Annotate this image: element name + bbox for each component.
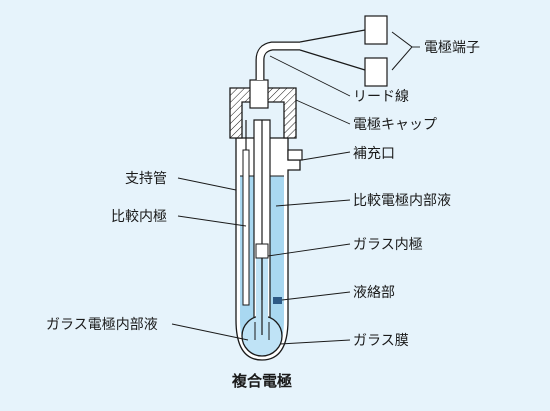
electrode-cap	[229, 79, 297, 139]
refill-port	[287, 149, 303, 161]
label-cap: 電極キャップ	[353, 117, 437, 133]
inner-tube	[241, 119, 283, 357]
label-ref-inner-electrode: 比較内極	[111, 209, 167, 225]
label-ref-solution: 比較電極内部液	[353, 193, 451, 209]
label-refill-port: 補充口	[353, 146, 395, 162]
label-terminal: 電極端子	[424, 40, 480, 56]
label-support-tube: 支持管	[125, 171, 167, 187]
label-glass-membrane: ガラス膜	[353, 333, 409, 349]
ref-inner-electrode-rod	[242, 120, 250, 306]
liquid-junction-marker	[273, 297, 282, 304]
lead-wire-cable	[255, 15, 413, 87]
label-lead-wire: リード線	[353, 89, 409, 105]
label-glass-inner-electrode: ガラス内極	[353, 237, 423, 253]
glass-inner-electrode-body	[255, 243, 269, 259]
diagram-caption: 複合電極	[231, 372, 292, 390]
leader-lines	[171, 46, 420, 345]
label-liquid-junction: 液絡部	[353, 285, 395, 301]
terminal-bottom	[364, 57, 388, 87]
terminal-top	[364, 15, 388, 45]
label-glass-inner-solution: ガラス電極内部液	[46, 317, 158, 333]
